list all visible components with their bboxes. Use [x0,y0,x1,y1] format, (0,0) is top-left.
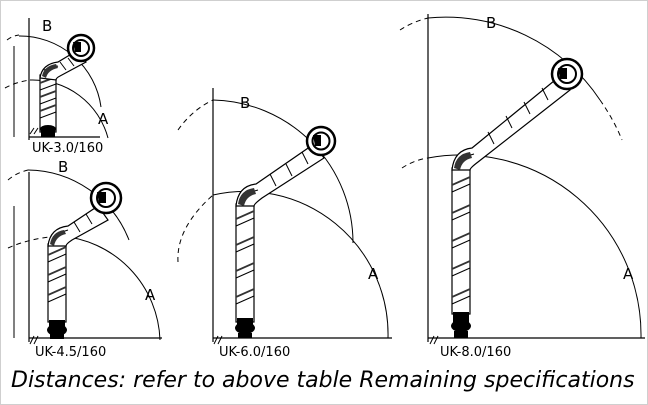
exhaust-arm-uk-80 [451,57,584,338]
arc-label-b: B [42,17,52,35]
arc-b-dashed [6,34,20,41]
arc-label-b: B [486,14,496,32]
exhaust-arm-diagrams: B A UK-3.0/160 [4,14,645,360]
arc-a-dashed [4,79,31,89]
model-label: UK-6.0/160 [219,345,290,360]
exhaust-arm-uk-60 [235,125,337,338]
exhaust-arm-uk-30 [39,33,96,137]
arm-diagram-uk-30: B A UK-3.0/160 [4,17,109,156]
arm-diagram-uk-60: B A UK-6.0/160 [177,88,392,360]
arc-label-b: B [58,158,68,176]
arc-label-a: A [98,110,109,128]
exhaust-arm-uk-45 [47,181,123,339]
model-label: UK-3.0/160 [32,141,103,156]
arc-label-a: A [368,265,379,283]
arm-diagram-uk-45: B A UK-4.5/160 [7,158,162,360]
arc-label-a: A [623,265,634,283]
model-label: UK-4.5/160 [35,345,106,360]
model-label: UK-8.0/160 [440,345,511,360]
arc-label-b: B [240,94,250,112]
arc-label-a: A [145,286,156,304]
caption: Distances: refer to above table Remainin… [11,368,635,393]
arm-diagram-uk-80: B A UK-8.0/160 [399,14,645,360]
